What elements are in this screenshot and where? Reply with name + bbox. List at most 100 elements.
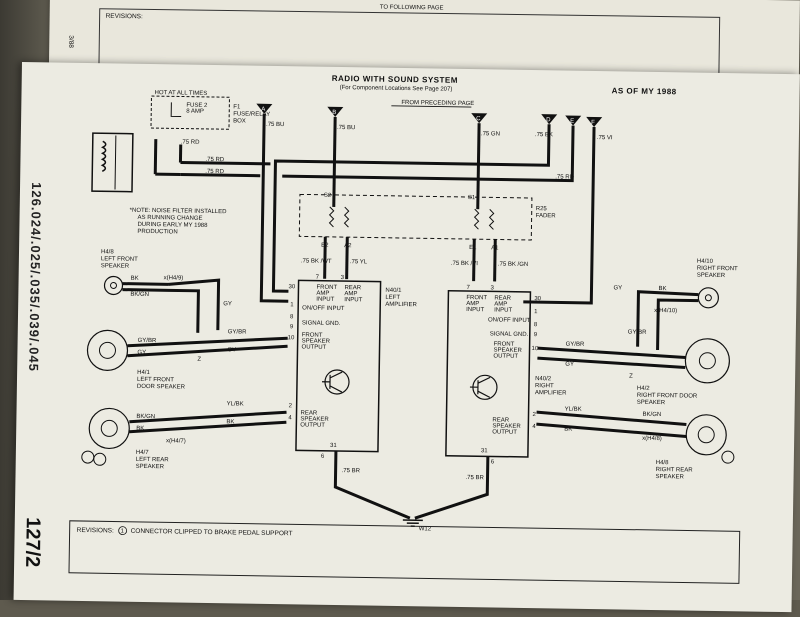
wire-75rd-3: .75 RD	[205, 169, 224, 175]
rf-wire-gybr: GY/BR	[628, 330, 647, 336]
fuse-box-title: HOT AT ALL TIMES	[154, 90, 207, 97]
as-of-label: AS OF MY 1988	[612, 86, 677, 96]
rfd-speaker-l1: RIGHT FRONT DOOR	[637, 393, 698, 400]
lfd-wire-gybr: GY/BR	[138, 338, 157, 344]
rf-wire-gy: GY	[613, 285, 622, 291]
fader-label-2: FADER	[536, 213, 557, 219]
rr-speaker-l1: RIGHT REAR	[656, 467, 694, 474]
rf-wire-bk: BK	[658, 286, 666, 292]
left-pin-6: 6	[321, 454, 325, 460]
page-number: 127/2	[21, 517, 44, 567]
rfd-wire-gybr: GY/BR	[566, 342, 585, 348]
fuse-amp: 8 AMP	[186, 109, 204, 115]
wire-75rd-2: .75 RD	[205, 157, 224, 163]
right-pin-30: 30	[534, 296, 541, 302]
lf-wire-bk: BK	[131, 276, 139, 282]
wire-75gn: .75 GN	[481, 131, 500, 137]
left-pin-1: 1	[290, 302, 294, 308]
wire-75bu-a: .75 BU	[266, 122, 284, 128]
right-pin-4: 4	[532, 424, 536, 430]
connector-e: E	[565, 116, 581, 126]
fader-s2: S2	[324, 193, 332, 199]
lfd-wire-gy: GY	[137, 350, 146, 356]
rf-speaker-id: H4/10	[697, 259, 714, 265]
coil-core	[115, 135, 116, 189]
svg-text:D: D	[546, 117, 551, 123]
coil-icon	[102, 141, 105, 171]
lfd-speaker-l1: LEFT FRONT	[137, 377, 174, 384]
ground-wires	[335, 451, 488, 519]
left-pin-9: 9	[290, 324, 294, 330]
left-front-door-speaker-icon	[87, 330, 128, 371]
right-front-speaker-icon	[698, 288, 718, 308]
top-header-text: TO FOLLOWING PAGE	[380, 5, 444, 12]
lr-wire-ylbk: YL/BK	[227, 401, 244, 407]
left-amp-transistor-icon	[322, 370, 349, 394]
left-rear-speaker-icon	[82, 408, 130, 466]
wire-75br-left: .75 BR	[342, 468, 361, 474]
right-signal-gnd: SIGNAL GND.	[490, 331, 529, 338]
top-revisions-label: REVISIONS:	[106, 13, 143, 21]
left-pin-31: 31	[330, 443, 337, 449]
lr-wire-x-h47: x(H4/7)	[166, 438, 186, 444]
lr-speaker-l2: SPEAKER	[136, 464, 165, 470]
rf-speaker-l1: RIGHT FRONT	[697, 266, 738, 273]
wire-75yl: .75 YL	[350, 259, 368, 265]
left-pin-30: 30	[288, 284, 295, 290]
right-amp-transistor-icon	[470, 375, 497, 399]
model-numbers: 126.024/.025/.035/.039/.045	[26, 182, 44, 372]
note-line-2: AS RUNNING CHANGE	[138, 215, 203, 222]
rr-wire-bkgn: BK/GN	[642, 412, 661, 418]
f1-label: F1	[233, 104, 241, 110]
wire-75vi: .75 VI	[597, 135, 613, 141]
right-front-door-speaker-icon	[685, 338, 730, 383]
lr-speaker-l1: LEFT REAR	[136, 457, 170, 464]
left-onoff: ON/OFF INPUT	[302, 305, 345, 312]
connector-f: F	[586, 117, 602, 127]
right-front-out-3: OUTPUT	[493, 353, 518, 359]
left-signal-gnd: SIGNAL GND.	[302, 320, 341, 327]
right-amp-name1: RIGHT	[535, 383, 554, 389]
wire-75bk-wt: .75 BK /WT	[301, 258, 332, 264]
lf-wire-x-h49: x(H4/9)	[164, 275, 184, 281]
lf-wire-bkgn: BK/GN	[130, 292, 149, 298]
left-amp-name1: LEFT	[385, 295, 400, 301]
rf-speaker-l2: SPEAKER	[697, 273, 726, 279]
lf-wire-gy: GY	[223, 301, 232, 307]
rfd-speaker-id: H4/2	[637, 386, 650, 392]
lf-speaker-l1: LEFT FRONT	[101, 256, 138, 263]
fader-label-1: R25	[536, 206, 548, 212]
right-pin-7: 7	[466, 285, 470, 291]
left-amp-name2: AMPLIFIER	[385, 302, 417, 309]
lfd-speaker-id: H4/1	[137, 370, 150, 376]
right-pin-1: 1	[534, 309, 538, 315]
fader-s1: S1	[468, 195, 476, 201]
wire-75bk-gn: .75 BK /GN	[498, 262, 528, 268]
lr-speaker-id: H4/7	[136, 450, 149, 456]
right-amp-name2: AMPLIFIER	[535, 390, 567, 397]
connector-c: C	[471, 113, 487, 123]
svg-text:C: C	[476, 116, 481, 122]
right-pin-8: 8	[534, 322, 538, 328]
ground-label: W12	[419, 526, 432, 532]
left-pin-4: 4	[288, 415, 292, 421]
lfd-wire-gy-2: GY	[227, 347, 236, 353]
wire-75bk: .75 BK	[535, 132, 553, 138]
left-front-speaker-icon	[104, 276, 122, 294]
lr-wire-bkgn: BK/GN	[136, 414, 155, 420]
wire-75rd-1: .75 RD	[181, 140, 200, 146]
right-amplifier	[446, 291, 531, 457]
rfd-speaker-l2: SPEAKER	[637, 400, 666, 406]
bottom-revisions-label: REVISIONS:	[77, 527, 115, 535]
svg-text:E: E	[570, 119, 574, 125]
right-onoff: ON/OFF INPUT	[488, 317, 531, 324]
right-pin-6: 6	[491, 459, 495, 465]
left-pin-2: 2	[289, 403, 293, 409]
lr-wire-bk: BK	[136, 426, 144, 432]
left-front-input-3: INPUT	[316, 297, 334, 303]
rfd-wire-gy: GY	[565, 362, 574, 368]
bottom-revisions-text: CONNECTOR CLIPPED TO BRAKE PEDAL SUPPORT	[131, 528, 293, 538]
right-pin-2: 2	[532, 412, 536, 418]
connector-b: B	[327, 107, 343, 117]
right-pin-3: 3	[490, 285, 494, 291]
